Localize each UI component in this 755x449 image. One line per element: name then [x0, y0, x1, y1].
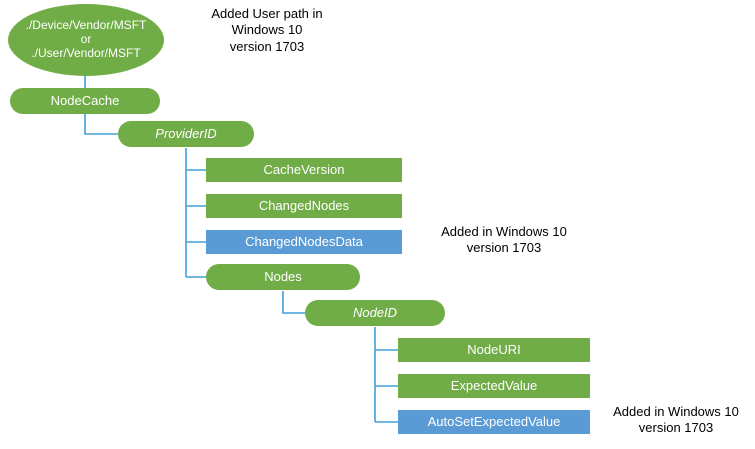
- node-changednodes-label: ChangedNodes: [258, 197, 350, 213]
- node-nodecache[interactable]: NodeCache: [10, 88, 160, 114]
- node-changednodesdata[interactable]: ChangedNodesData: [206, 230, 402, 254]
- annotation-user-path: Added User path in Windows 10 version 17…: [211, 6, 323, 54]
- node-root-label: ./Device/Vendor/MSFT or ./User/Vendor/MS…: [25, 18, 147, 60]
- node-autosetexpectedvalue[interactable]: AutoSetExpectedValue: [398, 410, 590, 434]
- node-nodecache-label: NodeCache: [50, 92, 120, 108]
- node-expectedvalue-label: ExpectedValue: [450, 377, 538, 393]
- node-nodes[interactable]: Nodes: [206, 264, 360, 290]
- node-nodeuri-label: NodeURI: [467, 341, 521, 357]
- node-nodeuri[interactable]: NodeURI: [398, 338, 590, 362]
- node-nodeid-label: NodeID: [352, 304, 398, 320]
- node-changednodes[interactable]: ChangedNodes: [206, 194, 402, 218]
- node-autosetexpectedvalue-label: AutoSetExpectedValue: [427, 413, 561, 429]
- node-providerid-label: ProviderID: [155, 125, 217, 141]
- node-nodeid[interactable]: NodeID: [305, 300, 445, 326]
- annotation-autoset: Added in Windows 10 version 1703: [613, 404, 739, 436]
- node-cacheversion-label: CacheVersion: [263, 161, 345, 177]
- node-changednodesdata-label: ChangedNodesData: [245, 233, 363, 249]
- annotation-changednodesdata: Added in Windows 10 version 1703: [441, 224, 567, 256]
- node-cacheversion[interactable]: CacheVersion: [206, 158, 402, 182]
- node-expectedvalue[interactable]: ExpectedValue: [398, 374, 590, 398]
- node-nodes-label: Nodes: [264, 268, 302, 284]
- node-root[interactable]: ./Device/Vendor/MSFT or ./User/Vendor/MS…: [8, 4, 164, 76]
- node-providerid[interactable]: ProviderID: [118, 121, 254, 147]
